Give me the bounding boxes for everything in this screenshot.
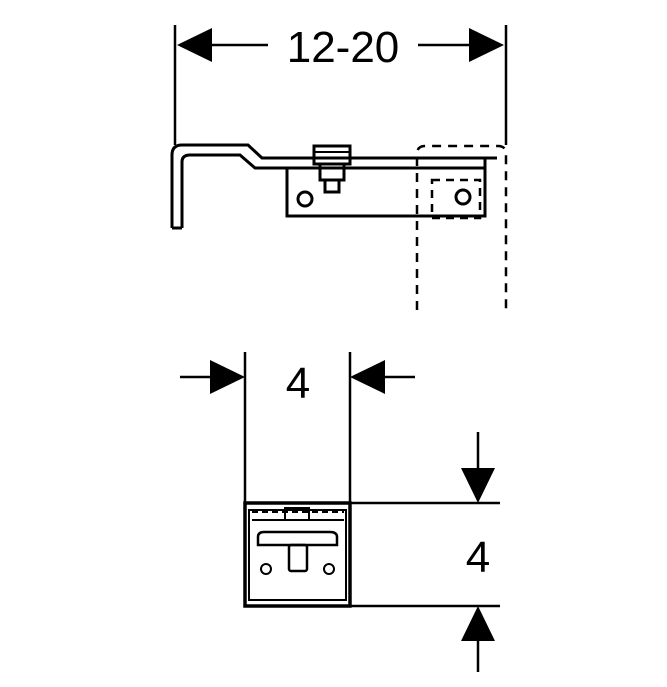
hole-right [454,188,472,206]
hole-front-left [260,563,272,575]
bolt-head [312,144,352,166]
bracket-front [243,501,352,608]
mounting-plate [285,166,487,218]
bracket-front-inner [248,509,347,601]
slot-bar [256,530,339,547]
hole-left [296,190,314,208]
bottom-view [180,352,500,672]
top-view [170,25,508,310]
dimension-label-width: 4 [286,359,310,408]
arrow-head-right [469,28,504,62]
bracket-profile [170,143,495,228]
bolt-shank-front [287,543,309,573]
bolt-nut [323,178,341,194]
arrow-head-left [177,28,212,62]
bolt-top-detail [284,507,310,521]
arrow-head-height-top [461,468,495,503]
hidden-outline-outer [415,144,508,310]
dimension-label-top: 12-20 [287,23,400,72]
arrow-head-width-right [350,360,385,394]
arrow-head-height-bottom [461,606,495,641]
arrow-head-width-left [210,360,245,394]
bolt-shank [318,162,346,182]
dimension-label-height: 4 [466,533,490,582]
hole-front-right [323,563,335,575]
